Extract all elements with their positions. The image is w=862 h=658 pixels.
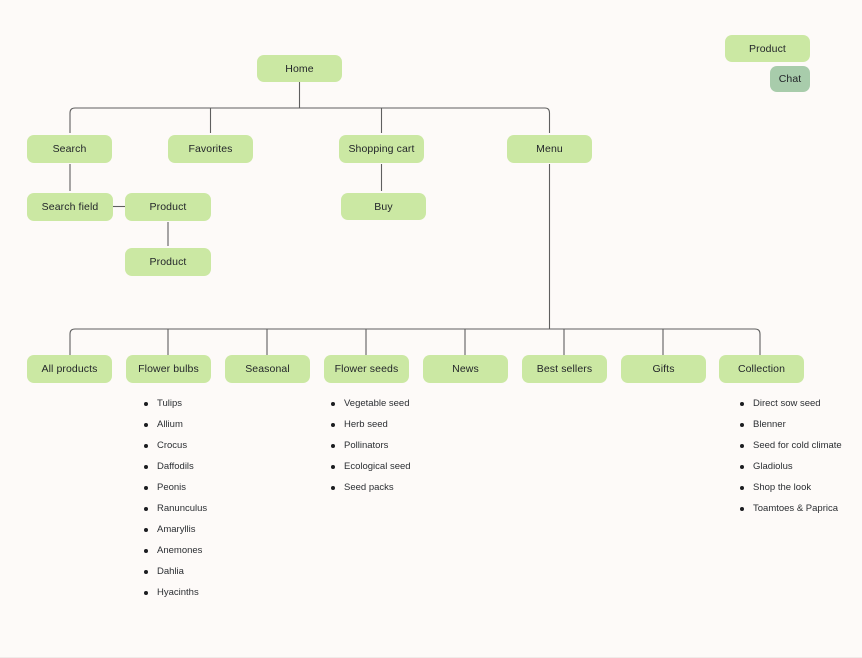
node-buy[interactable]: Buy: [341, 193, 426, 220]
list-item-label: Tulips: [157, 398, 182, 409]
list-item-label: Allium: [157, 419, 183, 430]
list-item-label: Hyacinths: [157, 587, 199, 598]
node-home[interactable]: Home: [257, 55, 342, 82]
list-item-label: Dahlia: [157, 566, 184, 577]
list-item-label: Direct sow seed: [753, 398, 821, 409]
list-item-label: Anemones: [157, 545, 203, 556]
bullet-icon: [144, 443, 148, 448]
list-item[interactable]: Dahlia: [144, 561, 207, 582]
edge-category-bus: [69, 328, 761, 355]
bullet-icon: [740, 464, 744, 469]
node-flower-bulbs[interactable]: Flower bulbs: [126, 355, 211, 383]
bullet-icon: [331, 464, 335, 469]
list-item-label: Toamtoes & Paprica: [753, 503, 839, 514]
list-item[interactable]: Toamtoes & Paprica: [740, 498, 842, 519]
list-item-label: Gladiolus: [753, 461, 793, 472]
bullet-icon: [144, 548, 148, 553]
bullet-icon: [144, 401, 148, 406]
list-item[interactable]: Blenner: [740, 414, 842, 435]
node-seasonal[interactable]: Seasonal: [225, 355, 310, 383]
list-item-label: Shop the look: [753, 482, 812, 493]
list-item-label: Herb seed: [344, 419, 388, 430]
list-item-label: Crocus: [157, 440, 188, 451]
list-item[interactable]: Seed packs: [331, 477, 411, 498]
bullet-icon: [144, 506, 148, 511]
bullet-icon: [144, 422, 148, 427]
list-item[interactable]: Daffodils: [144, 456, 207, 477]
bullet-icon: [144, 569, 148, 574]
list-item-label: Amaryllis: [157, 524, 196, 535]
node-best-sellers[interactable]: Best sellers: [522, 355, 607, 383]
bullet-icon: [331, 401, 335, 406]
list-item-label: Ranunculus: [157, 503, 208, 514]
list-item[interactable]: Peonis: [144, 477, 207, 498]
node-menu[interactable]: Menu: [507, 135, 592, 163]
list-item[interactable]: Crocus: [144, 435, 207, 456]
bullet-icon: [740, 506, 744, 511]
bullet-icon: [144, 590, 148, 595]
node-flower-seeds[interactable]: Flower seeds: [324, 355, 409, 383]
list-item[interactable]: Shop the look: [740, 477, 842, 498]
list-item-label: Blenner: [753, 419, 786, 430]
list-item[interactable]: Direct sow seed: [740, 393, 842, 414]
bullet-icon: [740, 401, 744, 406]
bullet-icon: [740, 422, 744, 427]
list-item-label: Seed for cold climate: [753, 440, 842, 451]
list-item[interactable]: Allium: [144, 414, 207, 435]
list-item[interactable]: Ranunculus: [144, 498, 207, 519]
bullet-icon: [740, 443, 744, 448]
list-item-label: Seed packs: [344, 482, 394, 493]
bullet-icon: [144, 464, 148, 469]
node-collection[interactable]: Collection: [719, 355, 804, 383]
bullet-icon: [740, 485, 744, 490]
node-all-products[interactable]: All products: [27, 355, 112, 383]
node-shopping-cart[interactable]: Shopping cart: [339, 135, 424, 163]
node-product-2[interactable]: Product: [125, 248, 211, 276]
list-item[interactable]: Gladiolus: [740, 456, 842, 477]
node-chat-floating[interactable]: Chat: [770, 66, 810, 92]
list-item-label: Daffodils: [157, 461, 194, 472]
node-favorites[interactable]: Favorites: [168, 135, 253, 163]
list-item[interactable]: Pollinators: [331, 435, 411, 456]
list-item-label: Vegetable seed: [344, 398, 410, 409]
list-item[interactable]: Hyacinths: [144, 582, 207, 603]
node-search[interactable]: Search: [27, 135, 112, 163]
bullet-icon: [331, 443, 335, 448]
node-gifts[interactable]: Gifts: [621, 355, 706, 383]
list-item-label: Pollinators: [344, 440, 389, 451]
node-product-1[interactable]: Product: [125, 193, 211, 221]
node-search-field[interactable]: Search field: [27, 193, 113, 221]
edge-bus-top: [69, 107, 551, 133]
node-product-floating[interactable]: Product: [725, 35, 810, 62]
list-item[interactable]: Anemones: [144, 540, 207, 561]
bullet-icon: [331, 422, 335, 427]
bullet-icon: [144, 527, 148, 532]
list-item[interactable]: Tulips: [144, 393, 207, 414]
list-item[interactable]: Vegetable seed: [331, 393, 411, 414]
node-news[interactable]: News: [423, 355, 508, 383]
list-item[interactable]: Seed for cold climate: [740, 435, 842, 456]
list-item[interactable]: Herb seed: [331, 414, 411, 435]
list-item[interactable]: Amaryllis: [144, 519, 207, 540]
list-item-label: Peonis: [157, 482, 187, 493]
bullet-icon: [144, 485, 148, 490]
list-item-label: Ecological seed: [344, 461, 411, 472]
bullet-icon: [331, 485, 335, 490]
list-item[interactable]: Ecological seed: [331, 456, 411, 477]
